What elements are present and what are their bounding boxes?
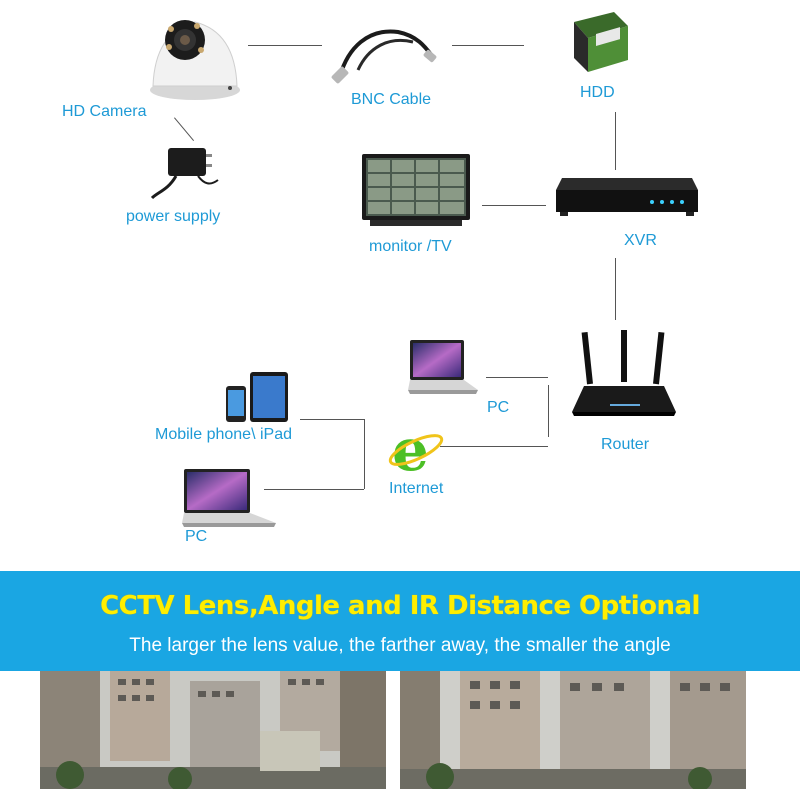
xvr-recorder-icon bbox=[556, 178, 698, 216]
label-xvr: XVR bbox=[624, 232, 657, 249]
hdd-icon bbox=[574, 12, 628, 72]
connector-pc-router-h bbox=[486, 377, 548, 378]
label-router: Router bbox=[601, 436, 650, 453]
dome-camera-icon bbox=[150, 20, 240, 100]
laptop-icon bbox=[182, 469, 276, 527]
label-power-supply: power supply bbox=[126, 208, 221, 225]
internet-explorer-icon: e bbox=[388, 420, 444, 478]
info-banner: CCTV Lens,Angle and IR Distance Optional… bbox=[0, 571, 800, 671]
label-pc-top: PC bbox=[487, 399, 510, 416]
connector-bnc-hdd bbox=[452, 45, 524, 46]
label-hdd: HDD bbox=[580, 84, 615, 101]
connector-monitor-xvr bbox=[482, 205, 546, 206]
bnc-cable-icon bbox=[331, 29, 437, 84]
router-icon bbox=[572, 330, 676, 416]
banner-subtitle: The larger the lens value, the farther a… bbox=[129, 635, 671, 656]
connector-pc-internet bbox=[264, 489, 364, 490]
monitor-icon bbox=[362, 154, 470, 226]
laptop-icon bbox=[408, 340, 478, 394]
label-hd-camera: HD Camera bbox=[62, 103, 147, 120]
label-internet: Internet bbox=[389, 480, 444, 497]
banner-title: CCTV Lens,Angle and IR Distance Optional bbox=[100, 591, 700, 621]
label-monitor: monitor /TV bbox=[369, 238, 452, 255]
connector-camera-power bbox=[174, 117, 195, 141]
connector-pc-router-v bbox=[548, 385, 549, 437]
connector-camera-bnc bbox=[248, 45, 322, 46]
connector-mobile-internet-v bbox=[364, 419, 365, 489]
sample-photo-wide bbox=[40, 671, 386, 789]
connector-mobile-internet bbox=[300, 419, 364, 420]
label-mobile: Mobile phone\ iPad bbox=[155, 426, 292, 443]
connector-xvr-router bbox=[615, 258, 616, 320]
mobile-tablet-icon bbox=[226, 372, 288, 422]
connector-hdd-xvr bbox=[615, 112, 616, 170]
power-adapter-icon bbox=[150, 148, 219, 200]
label-bnc-cable: BNC Cable bbox=[351, 91, 432, 108]
connector-router-internet bbox=[440, 446, 548, 447]
sample-photo-narrow bbox=[400, 671, 746, 789]
label-pc-bottom: PC bbox=[185, 528, 208, 545]
